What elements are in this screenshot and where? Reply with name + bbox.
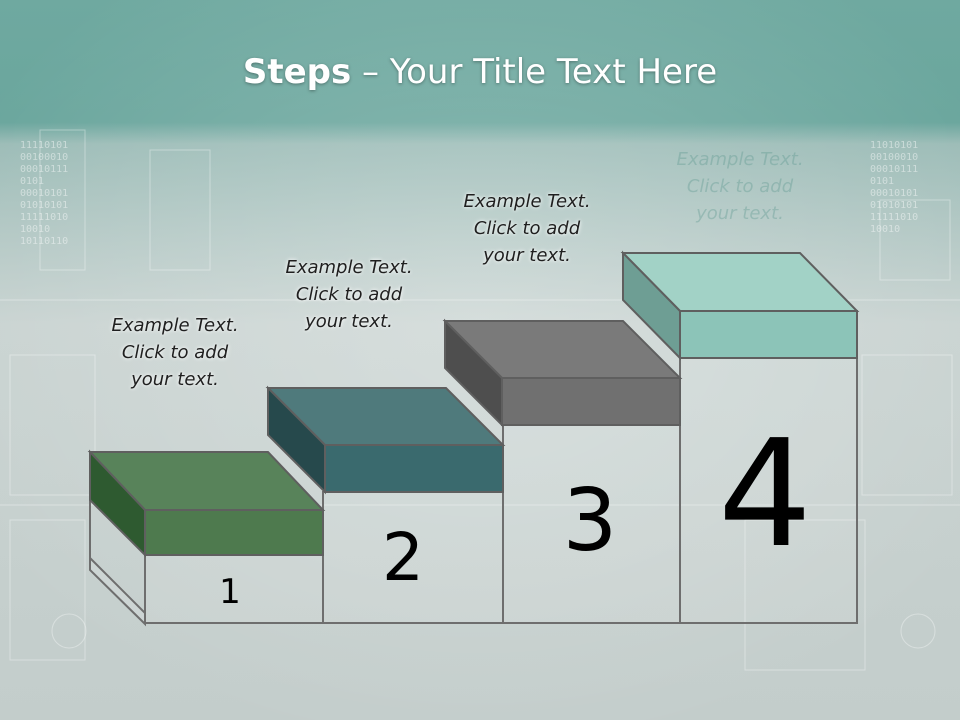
step-2-caption-line-2: Click to add (295, 284, 403, 305)
step-3-caption-line-1: Example Text. (463, 191, 591, 212)
page-title: Steps – Your Title Text Here (0, 52, 960, 92)
step-1-number: 1 (219, 572, 241, 612)
background-code-left: 11110101 00100010 00010111 0101 00010101… (20, 140, 69, 247)
background-code-right: 11010101 00100010 00010111 0101 00010101… (870, 140, 919, 235)
step-3-caption[interactable]: Example Text. Click to add your text. (432, 188, 622, 269)
step-1-caption-line-2: Click to add (121, 342, 229, 363)
step-3-caption-line-3: your text. (483, 245, 571, 266)
step-2-block (265, 385, 506, 495)
step-1-body (144, 554, 324, 624)
step-2-number: 2 (382, 519, 424, 596)
step-1-front (144, 509, 324, 556)
step-4-caption-line-2: Click to add (686, 176, 794, 197)
step-4-block (620, 250, 860, 361)
step-3-block (442, 318, 683, 428)
step-2-caption-line-1: Example Text. (285, 257, 413, 278)
step-4-caption-line-1: Example Text. (676, 149, 804, 170)
title-bold: Steps (242, 52, 352, 92)
step-2-body (322, 491, 504, 624)
step-2-front (324, 444, 504, 493)
step-2-caption[interactable]: Example Text. Click to add your text. (254, 254, 444, 335)
step-4-caption[interactable]: Example Text. Click to add your text. (645, 146, 835, 227)
step-1-block (87, 449, 326, 558)
step-1-caption-line-1: Example Text. (111, 315, 239, 336)
step-2-caption-line-3: your text. (305, 311, 393, 332)
step-3-number: 3 (562, 471, 618, 571)
step-1-caption[interactable]: Example Text. Click to add your text. (80, 312, 270, 393)
step-4-body (679, 356, 858, 624)
staircase-outline (89, 356, 858, 627)
title-rest: – Your Title Text Here (351, 52, 718, 92)
step-4-number: 4 (717, 408, 813, 580)
step-3-caption-line-2: Click to add (473, 218, 581, 239)
step-1-caption-line-3: your text. (131, 369, 219, 390)
step-4-front (679, 310, 858, 359)
step-3-front (501, 377, 681, 426)
step-4-caption-line-3: your text. (696, 203, 784, 224)
step-1-outline (89, 555, 146, 627)
